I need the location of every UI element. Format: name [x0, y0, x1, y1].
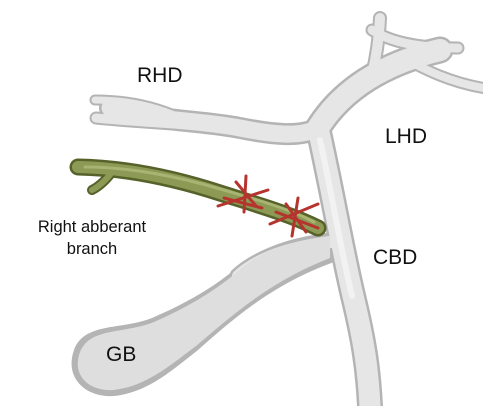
label-gb: GB: [106, 343, 136, 366]
label-cbd: CBD: [373, 246, 417, 269]
gallbladder: [78, 236, 330, 390]
label-aberrant-line2: branch: [67, 240, 117, 258]
label-rhd: RHD: [137, 64, 183, 87]
label-aberrant-line1: Right abberant: [38, 218, 147, 236]
label-lhd: LHD: [385, 125, 427, 148]
